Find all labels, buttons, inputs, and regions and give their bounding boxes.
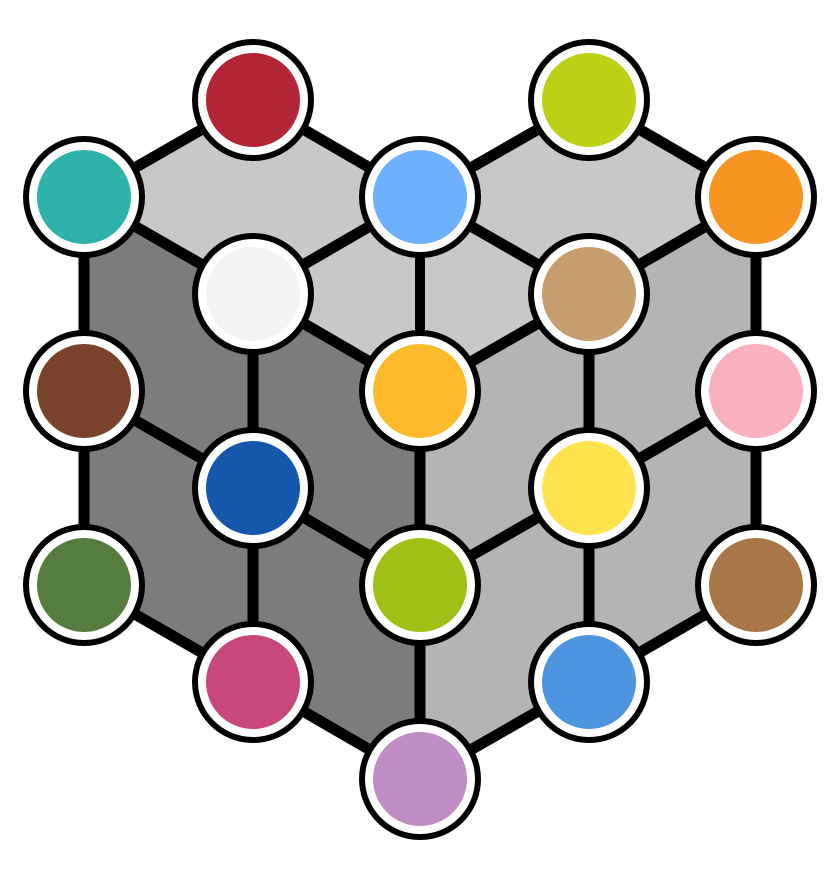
- node-core: [542, 247, 636, 341]
- node-top-right-peak: [528, 39, 650, 161]
- node-core: [709, 150, 803, 244]
- node-core: [542, 441, 636, 535]
- node-front-upper: [359, 330, 481, 452]
- node-left-lower: [23, 524, 145, 646]
- node-core: [542, 635, 636, 729]
- node-top-center: [359, 136, 481, 258]
- node-inner-right-top: [528, 233, 650, 355]
- node-right-inner-middle: [528, 427, 650, 549]
- node-right-bottom: [528, 621, 650, 743]
- node-left-inner-middle: [192, 427, 314, 549]
- node-core: [206, 53, 300, 147]
- node-left-bottom: [192, 621, 314, 743]
- node-core: [373, 344, 467, 438]
- node-front-middle: [359, 524, 481, 646]
- node-core: [37, 344, 131, 438]
- node-upper-right-corner: [695, 136, 817, 258]
- node-core: [206, 247, 300, 341]
- node-right-lower: [695, 524, 817, 646]
- node-core: [373, 538, 467, 632]
- nodes-layer: [23, 39, 817, 840]
- node-core: [709, 538, 803, 632]
- node-left-middle: [23, 330, 145, 452]
- node-core: [206, 441, 300, 535]
- node-core: [37, 538, 131, 632]
- node-core: [373, 732, 467, 826]
- node-front-bottom: [359, 718, 481, 840]
- node-core: [709, 344, 803, 438]
- node-top-left-peak: [192, 39, 314, 161]
- node-core: [206, 635, 300, 729]
- node-upper-left-corner: [23, 136, 145, 258]
- node-inner-left-top: [192, 233, 314, 355]
- node-right-middle: [695, 330, 817, 452]
- node-core: [37, 150, 131, 244]
- node-core: [542, 53, 636, 147]
- node-core: [373, 150, 467, 244]
